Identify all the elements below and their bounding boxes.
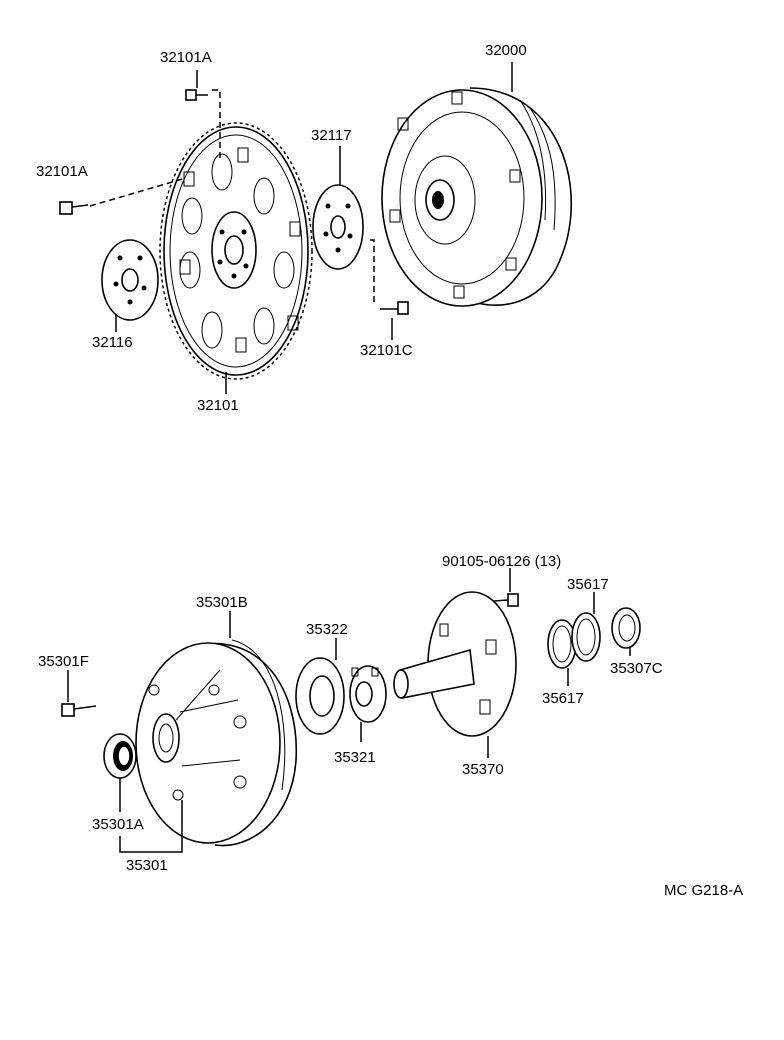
diagram-code: MC G218-A bbox=[664, 882, 743, 899]
label-35321: 35321 bbox=[334, 749, 376, 766]
stator-shaft-35370 bbox=[393, 591, 517, 737]
label-35322: 35322 bbox=[306, 621, 348, 638]
leader-35301 bbox=[119, 800, 183, 853]
leader-dash-1 bbox=[212, 89, 221, 160]
driven-gear-35322 bbox=[295, 657, 345, 735]
leader-dash-2 bbox=[89, 177, 187, 207]
label-35617-bottom: 35617 bbox=[542, 690, 584, 707]
seal-ring-35617-a bbox=[547, 619, 577, 669]
spacer-plate-32117 bbox=[312, 184, 364, 270]
leader-dash-3 bbox=[370, 239, 375, 306]
label-35617-top: 35617 bbox=[567, 576, 609, 593]
bolt-32101C bbox=[380, 301, 409, 315]
label-90105-06126: 90105-06126 (13) bbox=[442, 553, 561, 570]
seal-ring-35617-b bbox=[571, 612, 601, 662]
label-32000: 32000 bbox=[485, 42, 527, 59]
label-35307C: 35307C bbox=[610, 660, 663, 677]
drive-gear-35321 bbox=[349, 665, 387, 723]
label-35370: 35370 bbox=[462, 761, 504, 778]
label-32101: 32101 bbox=[197, 397, 239, 414]
label-32101A-top: 32101A bbox=[160, 49, 212, 66]
spacer-plate-32116 bbox=[101, 239, 159, 321]
torque-converter-32000 bbox=[381, 87, 573, 307]
label-32101C: 32101C bbox=[360, 342, 413, 359]
oil-seal-35301A bbox=[103, 733, 137, 779]
bolt-90105-06126 bbox=[493, 593, 519, 607]
bolt-35301F bbox=[61, 703, 97, 717]
label-35301A: 35301A bbox=[92, 816, 144, 833]
label-35301B: 35301B bbox=[196, 594, 248, 611]
washer-35307C bbox=[611, 607, 641, 649]
bolt-32101A-top bbox=[185, 89, 208, 101]
oil-pump-body-35301B bbox=[135, 639, 298, 847]
label-32117: 32117 bbox=[311, 127, 352, 144]
label-35301F: 35301F bbox=[38, 653, 89, 670]
label-32116: 32116 bbox=[92, 334, 133, 351]
label-35301: 35301 bbox=[126, 857, 168, 874]
label-32101A-left: 32101A bbox=[36, 163, 88, 180]
drive-plate-32101 bbox=[159, 122, 313, 380]
bolt-32101A-left bbox=[59, 201, 89, 215]
